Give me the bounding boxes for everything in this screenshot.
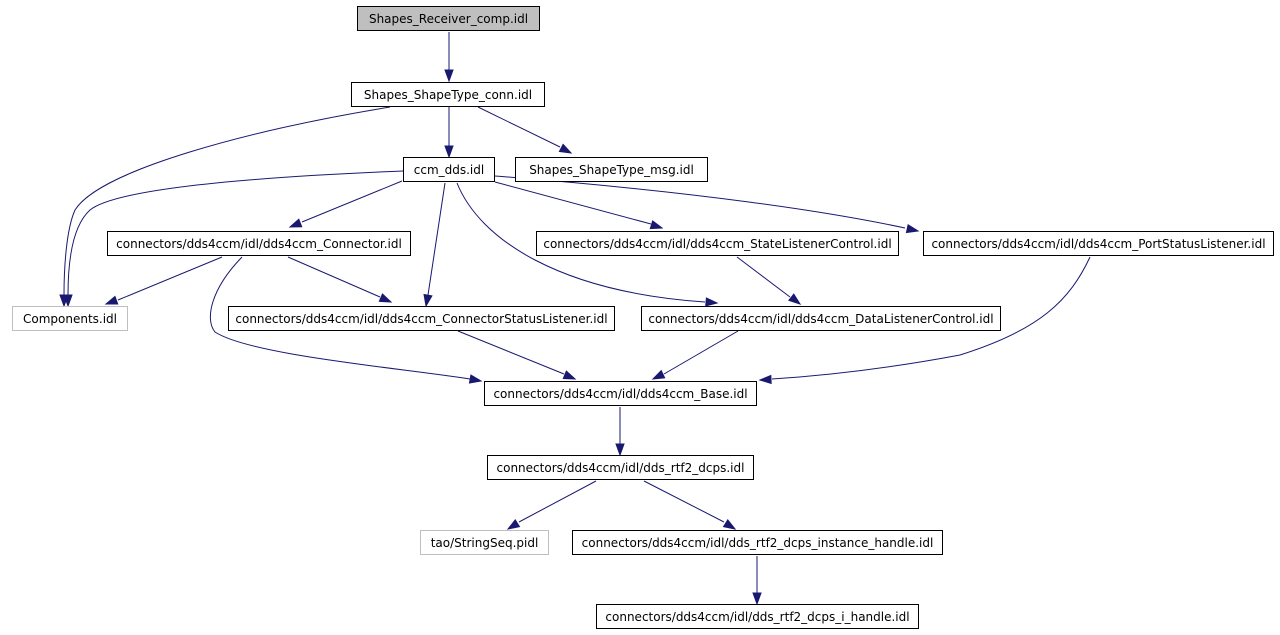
edge-rtf2-dcps-to-stringseq-arrowhead — [506, 518, 521, 530]
edge-ccm-dds-to-port-status-arrowhead — [905, 223, 920, 234]
dependency-edges — [59, 32, 1091, 606]
edge-connector-to-base — [209, 256, 471, 380]
edge-ccm-dds-to-data-listener — [456, 182, 706, 303]
edge-connector-status-to-base-arrowhead — [562, 370, 577, 380]
edge-port-status-to-base-arrowhead — [758, 374, 772, 385]
node-tao-stringseq[interactable]: tao/StringSeq.pidl — [420, 530, 549, 555]
edge-connector-to-components-arrowhead — [104, 295, 119, 305]
edge-connector-to-connector-status-arrowhead — [378, 293, 393, 303]
edge-rtf2-dcps-to-instance-handle-arrowhead — [722, 518, 737, 530]
edge-conn-to-ccm-dds-arrowhead — [444, 145, 454, 159]
node-shapes-shapetype-conn[interactable]: Shapes_ShapeType_conn.idl — [351, 82, 545, 107]
node-dds4ccm-statelistenercontrol[interactable]: connectors/dds4ccm/idl/dds4ccm_StateList… — [536, 231, 899, 256]
edge-ccm-dds-to-components — [67, 170, 404, 296]
edge-data-listener-to-base — [663, 330, 739, 375]
node-components[interactable]: Components.idl — [12, 306, 128, 331]
edge-root-to-conn-arrowhead — [444, 69, 454, 83]
node-shapes-receiver-comp[interactable]: Shapes_Receiver_comp.idl — [357, 6, 540, 31]
edge-connector-to-components — [117, 256, 223, 301]
edge-conn-to-msg — [477, 106, 561, 148]
edge-base-to-rtf2-dcps-arrowhead — [615, 443, 625, 457]
node-dds4ccm-datalistenercontrol[interactable]: connectors/dds4ccm/idl/dds4ccm_DataListe… — [641, 306, 1001, 331]
edge-connector-status-to-base — [457, 330, 565, 375]
node-dds-rtf2-dcps-i-handle[interactable]: connectors/dds4ccm/idl/dds_rtf2_dcps_i_h… — [596, 604, 919, 629]
edge-ccm-dds-to-connector-status — [427, 182, 446, 296]
node-shapes-shapetype-msg[interactable]: Shapes_ShapeType_msg.idl — [515, 157, 708, 182]
edge-ccm-dds-to-state-listener-arrowhead — [649, 220, 664, 230]
edge-data-listener-to-base-arrowhead — [651, 369, 666, 380]
edge-ccm-dds-to-state-listener — [494, 181, 652, 225]
edge-instance-handle-to-i-handle-arrowhead — [752, 592, 762, 606]
edge-rtf2-dcps-to-stringseq — [518, 480, 597, 523]
edge-rtf2-dcps-to-instance-handle — [643, 480, 725, 523]
edge-ccm-dds-to-port-status — [494, 175, 906, 229]
edge-ccm-dds-to-connector-arrowhead — [288, 218, 303, 228]
node-dds4ccm-connector[interactable]: connectors/dds4ccm/idl/dds4ccm_Connector… — [107, 231, 411, 256]
edge-ccm-dds-to-connector-status-arrowhead — [423, 293, 433, 308]
node-dds-rtf2-dcps-instance-handle[interactable]: connectors/dds4ccm/idl/dds_rtf2_dcps_ins… — [572, 530, 943, 555]
node-ccm-dds[interactable]: ccm_dds.idl — [403, 157, 495, 182]
node-dds4ccm-base[interactable]: connectors/dds4ccm/idl/dds4ccm_Base.idl — [484, 381, 757, 406]
edge-conn-to-msg-arrowhead — [558, 143, 573, 154]
edge-ccm-dds-to-data-listener-arrowhead — [705, 297, 719, 307]
node-dds-rtf2-dcps[interactable]: connectors/dds4ccm/idl/dds_rtf2_dcps.idl — [487, 455, 754, 480]
edge-connector-to-base-arrowhead — [468, 374, 483, 384]
edge-ccm-dds-to-components-arrowhead — [63, 294, 73, 308]
edge-conn-to-components — [63, 106, 391, 296]
edge-port-status-to-base — [771, 256, 1091, 380]
edge-state-listener-to-data-listener — [736, 256, 791, 298]
node-dds4ccm-portstatuslistener[interactable]: connectors/dds4ccm/idl/dds4ccm_PortStatu… — [923, 231, 1274, 256]
edge-state-listener-to-data-listener-arrowhead — [788, 293, 802, 305]
node-dds4ccm-connectorstatuslistener[interactable]: connectors/dds4ccm/idl/dds4ccm_Connector… — [228, 306, 615, 331]
edge-connector-to-connector-status — [287, 256, 381, 298]
edge-ccm-dds-to-connector — [301, 180, 403, 223]
